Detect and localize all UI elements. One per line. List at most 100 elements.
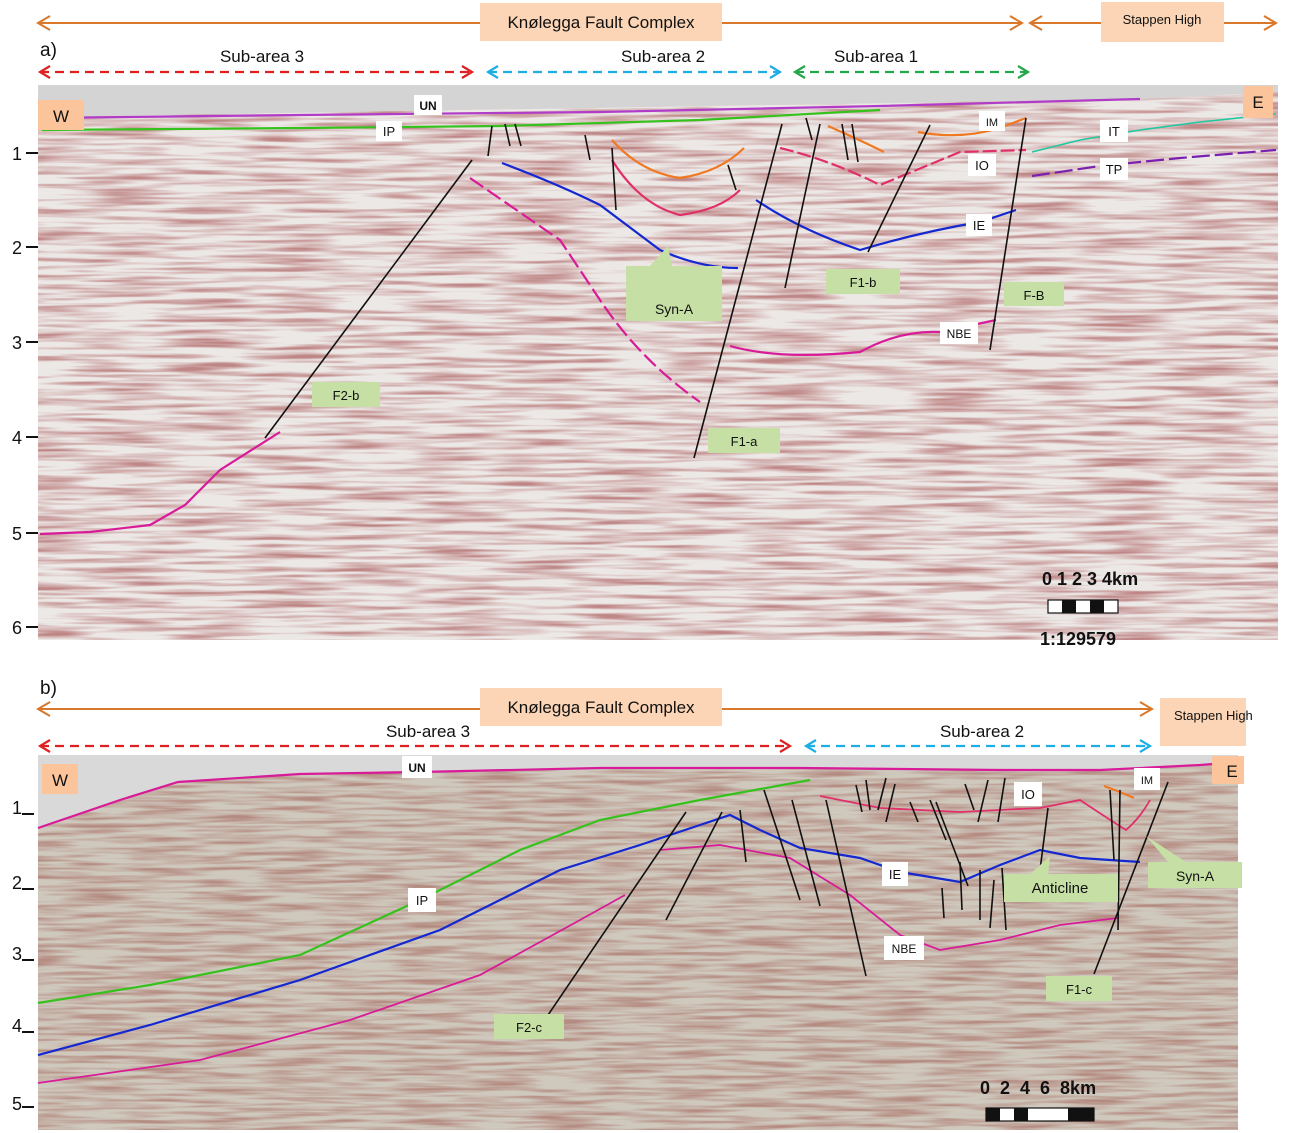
seismic-texture-a: [38, 92, 1278, 640]
subarea-arrow-1-a: [792, 65, 1031, 79]
fault-F-B-label: F-B: [1024, 288, 1045, 303]
faults-b: [545, 777, 1169, 1019]
fault-F1-a-line: [693, 123, 783, 459]
horizon-NBE2-line-a: [729, 318, 997, 356]
depth-tick-4-b: 4: [12, 1016, 22, 1036]
fault-F2-b-label: F2-b: [333, 388, 360, 403]
subarea-1-label-a: Sub-area 1: [834, 47, 918, 66]
east-label-a: E: [1252, 93, 1263, 112]
syncline-Syn-A-label-b: Syn-A: [1176, 868, 1215, 884]
scale-ratio-a: 1:129579: [1040, 629, 1116, 649]
horizon-IO2-line-a: [779, 146, 1027, 187]
horizon-NBE-label-b: NBE: [892, 942, 917, 956]
fault-F-B-line: [989, 117, 1027, 351]
subarea-2-label-a: Sub-area 2: [621, 47, 705, 66]
horizon-IP-label-a: IP: [383, 124, 395, 139]
subarea-2-label-b: Sub-area 2: [940, 722, 1024, 741]
banner-knolegga-a: Knølegga Fault Complex: [507, 13, 695, 32]
depth-tick-5-b: 5: [12, 1094, 22, 1114]
banner-box-stappen-b: [1160, 698, 1246, 746]
horizon-UN-label-b: UN: [408, 761, 425, 775]
horizon-IO-label-a: IO: [975, 158, 989, 173]
panel-b-label: b): [40, 678, 57, 699]
horizon-IO-label-b: IO: [1021, 787, 1035, 802]
horizon-UN-label-a: UN: [419, 99, 436, 113]
horizon-IO-line-a: [611, 159, 741, 217]
fault-F2-c-label: F2-c: [516, 1020, 543, 1035]
horizon-TP-line-a: [1031, 148, 1277, 178]
fault-F1-b-line: [867, 124, 931, 253]
banner-knolegga-b: Knølegga Fault Complex: [507, 698, 695, 717]
horizon-UN-line-b: [37, 760, 1239, 830]
depth-tick-2-a: 2: [12, 238, 22, 258]
horizons-a: [39, 97, 1277, 536]
panel-b: b) Knølegga Fault Complex Stappen High S…: [12, 678, 1253, 1130]
seismic-texture-b: [38, 762, 1238, 1130]
depth-tick-5-a: 5: [12, 524, 22, 544]
depth-axis-b: [22, 813, 34, 1108]
scale-bar-b: [985, 1107, 1095, 1122]
horizon-IM-label-a: IM: [986, 117, 998, 129]
panel-a: Knølegga Fault Complex Stappen High a) S…: [12, 2, 1278, 649]
depth-tick-3-b: 3: [12, 944, 22, 964]
horizon-IT-line-a: [1031, 113, 1277, 153]
horizon-IP-line-a: [41, 108, 881, 132]
panel-a-label: a): [40, 40, 57, 61]
banner-box-knolegga-a: [480, 3, 722, 41]
fault-F2-b-line: [264, 159, 473, 439]
horizon-IM2-line-a: [827, 124, 885, 153]
horizon-IO-line-b: [819, 795, 1151, 832]
horizon-IP-label-b: IP: [416, 893, 428, 908]
horizons-b: [37, 760, 1239, 1084]
west-box-b: [42, 764, 78, 794]
horizon-NBE-line-a: [469, 177, 701, 403]
subarea-3-label-b: Sub-area 3: [386, 722, 470, 741]
depth-tick-3-a: 3: [12, 333, 22, 353]
depth-tick-4-a: 4: [12, 428, 22, 448]
horizon-NBE3-line-a: [39, 431, 281, 536]
fault-F1-b-label: F1-b: [850, 275, 877, 290]
east-label-b: E: [1226, 762, 1237, 781]
west-label-a: W: [53, 107, 69, 126]
horizon-TP-label-a: TP: [1106, 162, 1123, 177]
east-box-b: [1212, 756, 1244, 784]
horizon-IM-label-b: IM: [1141, 775, 1153, 787]
banner-stappen-a: Stappen High: [1123, 12, 1202, 27]
east-box-a: [1243, 86, 1273, 118]
depth-tick-2-b: 2: [12, 873, 22, 893]
subarea-arrow-2-b: [803, 739, 1153, 753]
horizon-NBE-line-b: [37, 894, 626, 1084]
horizon-IE-label-b: IE: [889, 867, 902, 882]
depth-tick-6-a: 6: [12, 618, 22, 638]
horizon-NBE2-line-b: [659, 844, 1119, 951]
depth-tick-1-b: 1: [12, 798, 22, 818]
banner-stappen-b: Stappen High: [1174, 708, 1253, 723]
horizon-UN-line-a: [41, 97, 1141, 120]
fault-F1-c-label: F1-c: [1066, 982, 1093, 997]
west-label-b: W: [52, 771, 68, 790]
subarea-arrow-3-b: [37, 739, 793, 753]
scale-numbers-b: 0 2 4 6 8km: [980, 1078, 1096, 1098]
subarea-arrow-2-a: [485, 65, 783, 79]
banner-box-knolegga-b: [480, 688, 722, 726]
horizon-IE-line-a: [501, 161, 739, 270]
subarea-3-label-a: Sub-area 3: [220, 47, 304, 66]
horizon-IE-label-a: IE: [973, 218, 986, 233]
horizon-IT-label-a: IT: [1108, 124, 1120, 139]
scale-bar-a: [1047, 599, 1119, 614]
horizon-IE2-line-a: [755, 199, 1017, 252]
subarea-arrow-3-a: [37, 65, 475, 79]
depth-tick-1-a: 1: [12, 144, 22, 164]
fault-F2-c-line: [545, 811, 687, 1019]
horizon-NBE-label-a: NBE: [947, 327, 972, 341]
fault-F1-c-line: [1093, 781, 1169, 975]
banner-box-stappen-a: [1101, 2, 1224, 42]
horizon-IM-line-a: [611, 139, 745, 180]
depth-axis-a: [26, 152, 38, 628]
horizon-IE-line-b: [37, 813, 1141, 1057]
fault-F1-a-label: F1-a: [731, 434, 759, 449]
horizon-IP-line-b: [37, 778, 811, 1005]
faults-a: [264, 117, 1027, 459]
syncline-Syn-A-label-a: Syn-A: [655, 301, 694, 317]
